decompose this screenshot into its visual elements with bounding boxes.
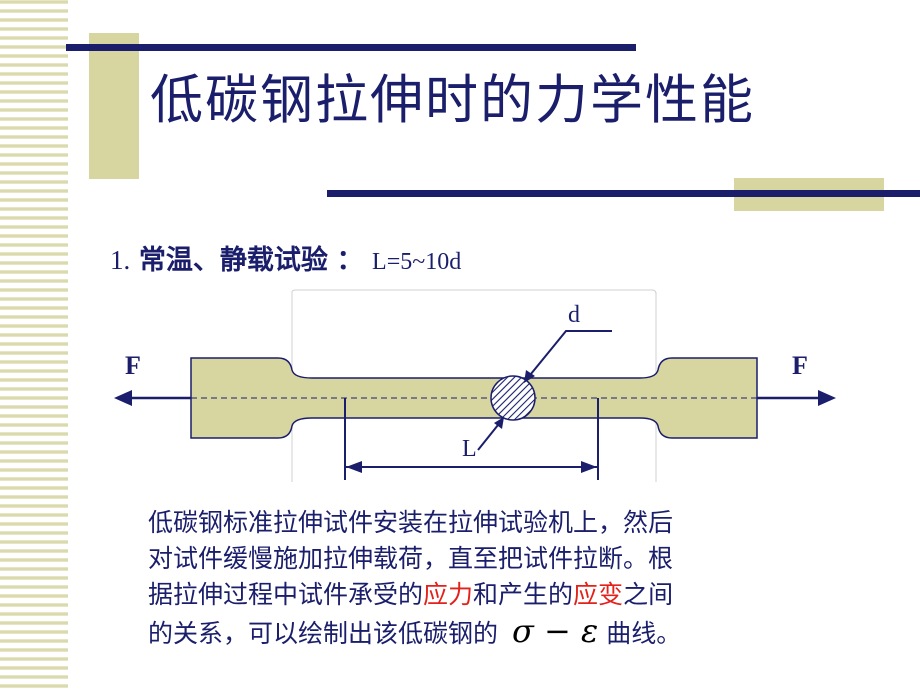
force-label-left: F: [125, 351, 141, 380]
accent-block-top: [89, 33, 139, 179]
section-heading-text: 常温、静载试验: [138, 245, 328, 276]
force-arrow-right-head: [818, 390, 836, 406]
section-heading: 1. 常温、静载试验 ： L=5~10d: [110, 238, 461, 277]
paragraph-line-4-part-b: 曲线。: [606, 619, 682, 648]
gauge-arrow-right: [581, 461, 597, 473]
diameter-label: d: [568, 302, 580, 328]
length-label: L: [462, 436, 477, 462]
force-label-right: F: [792, 351, 808, 380]
section-separator: ：: [336, 245, 364, 276]
section-number: 1.: [110, 245, 131, 275]
stress-strain-symbols: σ − ε: [512, 612, 599, 650]
length-leader-arrowhead: [494, 417, 504, 429]
stress-highlight: 应力: [423, 580, 474, 609]
diameter-leader-arrowhead: [524, 370, 535, 383]
title-rule-top: [66, 44, 636, 51]
page-title: 低碳钢拉伸时的力学性能: [150, 70, 755, 131]
cross-section-circle: [490, 375, 536, 421]
paragraph-line-4-part-a: 的关系，可以绘制出该低碳钢的: [148, 619, 499, 648]
paragraph-line-2: 对试件缓慢施加拉伸载荷，直至把试件拉断。根: [148, 544, 674, 573]
paragraph-line-3: 据拉伸过程中试件承受的应力和产生的应变之间: [148, 577, 798, 613]
section-note: L=5~10d: [372, 249, 462, 275]
strain-highlight: 应变: [573, 580, 624, 609]
paragraph-line-1: 低碳钢标准拉伸试件安装在拉伸试验机上，然后: [148, 508, 674, 537]
diameter-leader-line: [525, 330, 612, 381]
paragraph-line-3-part-a: 据拉伸过程中试件承受的: [148, 580, 424, 609]
decorative-side-pattern: [0, 0, 68, 690]
title-rule-bottom: [327, 190, 920, 197]
description-paragraph: 低碳钢标准拉伸试件安装在拉伸试验机上，然后 对试件缓慢施加拉伸载荷，直至把试件拉…: [148, 505, 798, 652]
paragraph-line-3-part-b: 和产生的: [473, 580, 574, 609]
gauge-arrow-left: [346, 461, 362, 473]
paragraph-line-3-part-c: 之间: [623, 580, 674, 609]
force-arrow-left-head: [114, 390, 132, 406]
